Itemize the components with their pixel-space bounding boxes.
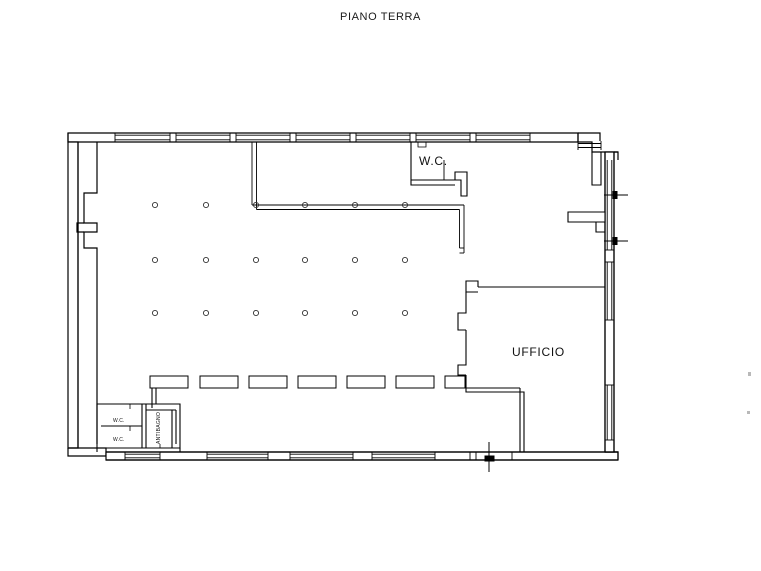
column-grid	[151, 201, 409, 317]
bottom-wall-windows	[124, 452, 513, 460]
margin-ticks	[747, 372, 751, 414]
gate-marker-1	[604, 191, 628, 199]
room-label-antibagno: ANTIBAGNO	[156, 412, 162, 444]
room-label-wc-small-1: W.C.	[113, 418, 125, 424]
room-label-ufficio: UFFICIO	[512, 345, 565, 359]
hall-fixture-row	[149, 375, 466, 389]
right-wall-windows	[605, 160, 614, 441]
top-wall-windows	[114, 133, 602, 150]
door-marker-bottom	[484, 442, 495, 472]
page-title: PIANO TERRA	[340, 11, 421, 23]
service-block-bottom-left	[96, 388, 181, 452]
room-ufficio	[457, 280, 605, 452]
exterior-walls	[67, 132, 619, 461]
room-wc-upper	[410, 142, 468, 197]
gate-marker-2	[604, 237, 628, 245]
room-label-wc-small-2: W.C.	[113, 437, 125, 443]
room-label-wc-upper: W.C.	[419, 154, 448, 168]
right-wall-stubs	[567, 152, 606, 233]
exterior-opening-markers	[604, 191, 628, 245]
